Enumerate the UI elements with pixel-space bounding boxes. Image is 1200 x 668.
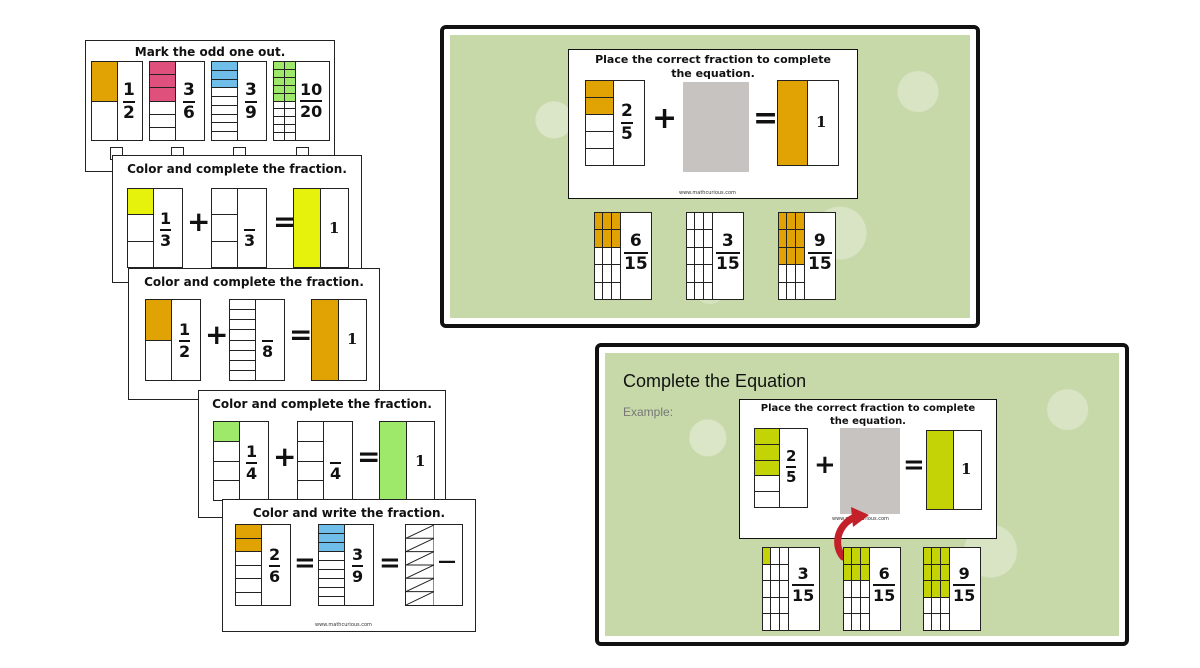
whole-label: 1 bbox=[816, 113, 827, 131]
equals-sign: = bbox=[379, 548, 401, 578]
whole-box: 1 bbox=[379, 421, 435, 501]
slide-title-line2: the equation. bbox=[830, 416, 906, 427]
equation-slide: Place the correct fraction to complete t… bbox=[739, 399, 997, 539]
whole-label: 1 bbox=[347, 330, 358, 348]
slide-title-line1: Place the correct fraction to complete bbox=[595, 53, 831, 66]
card-title: Mark the odd one out. bbox=[134, 45, 286, 59]
worksheet-card-fourths: Color and complete the fraction. 14 + 14… bbox=[198, 390, 446, 518]
equals-sign: = bbox=[753, 101, 779, 136]
equals-sign: = bbox=[289, 318, 313, 351]
slide-panel-top: Place the correct fraction to complete t… bbox=[440, 25, 980, 328]
card-title: Color and complete the fraction. bbox=[212, 397, 432, 411]
curved-arrow-icon bbox=[834, 507, 869, 561]
whole-label: 1 bbox=[961, 460, 972, 478]
panel-heading: Complete the Equation bbox=[623, 371, 807, 391]
equals-sign: = bbox=[294, 548, 316, 578]
fraction-box-empty[interactable]: — bbox=[405, 524, 463, 606]
slide-title-line2: the equation. bbox=[671, 67, 755, 80]
whole-box: 1 bbox=[293, 188, 349, 268]
worksheet-card-halves: Color and complete the fraction. 12 + 18… bbox=[128, 268, 380, 400]
blank-fraction-bar: — bbox=[438, 551, 456, 572]
equals-sign: = bbox=[273, 205, 297, 238]
worksheet-card-thirds: Color and complete the fraction. 13 + 13… bbox=[112, 155, 362, 283]
plus-sign: + bbox=[273, 440, 297, 473]
fraction-box-empty[interactable]: 18 bbox=[229, 299, 285, 381]
footer-url: www.mathcurious.com bbox=[315, 622, 372, 628]
plus-sign: + bbox=[652, 101, 678, 136]
example-label: Example: bbox=[623, 405, 674, 419]
equation-slide: Place the correct fraction to complete t… bbox=[568, 49, 858, 199]
fraction-box-empty[interactable]: 13 bbox=[211, 188, 267, 268]
plus-sign: + bbox=[187, 205, 211, 238]
fraction-label: 14 bbox=[330, 462, 342, 483]
fraction-label: 13 bbox=[244, 229, 256, 250]
slide-title-line1: Place the correct fraction to complete bbox=[760, 403, 976, 414]
answer-drop-zone[interactable] bbox=[683, 82, 749, 172]
footer-url: www.mathcurious.com bbox=[679, 190, 736, 196]
card-title: Color and complete the fraction. bbox=[144, 275, 364, 289]
card-title: Color and write the fraction. bbox=[252, 506, 446, 520]
whole-box: 1 bbox=[777, 80, 839, 166]
answer-drop-zone[interactable] bbox=[840, 428, 900, 514]
slide-panel-bottom: Complete the Equation Example: Place the… bbox=[595, 343, 1129, 646]
equals-sign: = bbox=[903, 450, 925, 480]
equals-sign: = bbox=[357, 440, 381, 473]
card-title: Color and complete the fraction. bbox=[127, 162, 347, 176]
whole-box: 1 bbox=[311, 299, 367, 381]
whole-box: 1 bbox=[926, 430, 982, 510]
fraction-label: 18 bbox=[262, 340, 274, 361]
plus-sign: + bbox=[205, 318, 229, 351]
whole-label: 1 bbox=[329, 219, 340, 237]
hatched-grid-icon bbox=[406, 525, 434, 605]
whole-label: 1 bbox=[415, 452, 426, 470]
fraction-box-empty[interactable]: 14 bbox=[297, 421, 353, 501]
plus-sign: + bbox=[814, 450, 836, 480]
